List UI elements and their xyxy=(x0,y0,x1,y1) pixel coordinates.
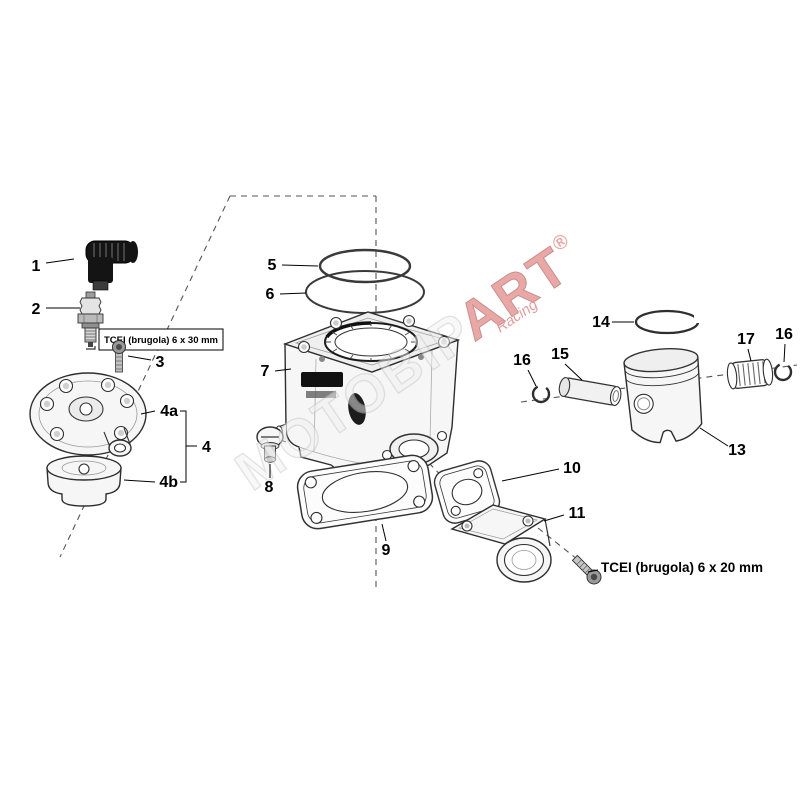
callout-numbers: 1 2 3 4a 4b 4 5 6 7 8 9 10 11 13 14 15 1… xyxy=(32,257,793,559)
leader-3 xyxy=(127,355,152,361)
pin-hole xyxy=(633,393,654,414)
leader-10 xyxy=(501,468,560,482)
callout-10: 10 xyxy=(563,460,581,477)
leader-bolt-20 xyxy=(587,569,599,573)
bolt-6x30-part xyxy=(112,340,126,373)
leader-5 xyxy=(281,264,319,267)
oring-large-part xyxy=(305,270,425,314)
brand-logo-block xyxy=(301,372,343,387)
bolt-axis-dashed-line xyxy=(537,527,578,560)
piston-ring-part xyxy=(634,309,702,335)
cylinder-head-part xyxy=(29,372,147,457)
leader-1 xyxy=(45,258,75,264)
callout-17: 17 xyxy=(737,331,755,348)
callout-1: 1 xyxy=(32,258,41,275)
callout-6: 6 xyxy=(266,286,275,303)
leader-16-left xyxy=(527,369,537,387)
leader-11 xyxy=(543,514,565,522)
manifold-part xyxy=(450,504,552,583)
leader-lines xyxy=(45,258,786,542)
spark-plug-cap-part xyxy=(85,240,138,291)
head-cover-part xyxy=(46,455,122,507)
fitting-part xyxy=(256,426,284,463)
callout-7: 7 xyxy=(261,363,270,380)
callout-16-left: 16 xyxy=(513,352,531,369)
leader-17 xyxy=(747,348,752,362)
callout-5: 5 xyxy=(268,257,277,274)
exhaust-gasket-part xyxy=(433,460,501,524)
piston-part xyxy=(623,348,703,444)
leader-7 xyxy=(274,368,292,372)
head-spigot xyxy=(103,427,132,457)
oring-small-part xyxy=(318,248,412,284)
callout-8: 8 xyxy=(265,479,274,496)
leader-16-right xyxy=(783,343,786,363)
wrist-pin-part xyxy=(558,377,622,406)
callout-4b: 4b xyxy=(159,474,178,491)
callout-3: 3 xyxy=(156,354,165,371)
callout-13: 13 xyxy=(728,442,746,459)
leader-4a xyxy=(140,410,156,415)
base-gasket-part xyxy=(296,454,434,530)
callout-15: 15 xyxy=(551,346,569,363)
cylinder-side-port xyxy=(348,393,366,425)
ring-gap xyxy=(694,315,702,323)
note-box xyxy=(98,328,224,351)
circlip-left-part xyxy=(531,384,551,404)
ring-grooves xyxy=(624,364,700,387)
callout-4a: 4a xyxy=(160,403,178,420)
leader-15 xyxy=(564,363,583,381)
callout-4-bracket xyxy=(123,410,197,483)
callout-11: 11 xyxy=(569,505,586,522)
bolt-6x20-part xyxy=(571,554,602,585)
callout-16-right: 16 xyxy=(775,326,793,343)
callout-9: 9 xyxy=(382,542,391,559)
cylinder-stud-holes xyxy=(297,314,451,354)
circlip-right-part xyxy=(773,362,793,382)
leader-6 xyxy=(279,292,307,295)
leader-9 xyxy=(381,523,387,542)
bolt-20-note-text: TCEI (brugola) 6 x 20 mm xyxy=(601,560,763,575)
spark-plug-part xyxy=(77,291,104,350)
bolt-30-note: TCEI (brugola) 6 x 30 mm xyxy=(98,328,224,351)
bolt-30-note-text: TCEI (brugola) 6 x 30 mm xyxy=(104,335,218,346)
leader-13 xyxy=(699,427,729,447)
cylinder-exhaust-flange xyxy=(381,430,448,465)
needle-bearing-part xyxy=(726,358,774,390)
callout-14: 14 xyxy=(592,314,610,331)
callout-2: 2 xyxy=(32,301,41,318)
head-bolt-holes xyxy=(39,377,135,442)
callout-4: 4 xyxy=(202,439,211,456)
leader-4b xyxy=(123,479,156,483)
